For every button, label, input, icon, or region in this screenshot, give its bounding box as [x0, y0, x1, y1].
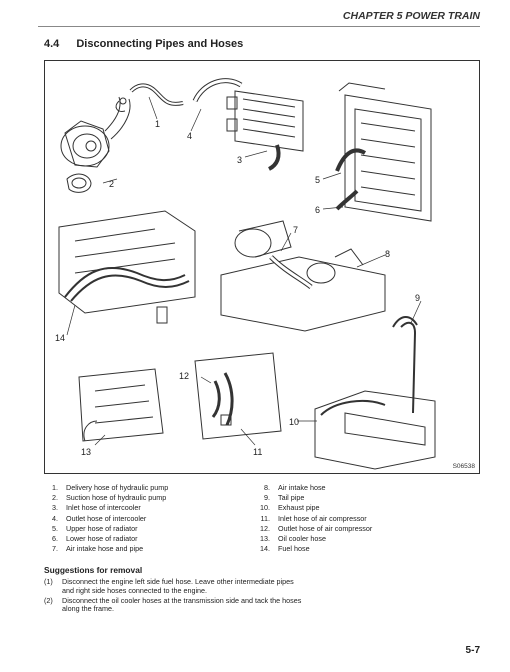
callout-12: 12	[179, 371, 189, 381]
legend-number: 1.	[52, 483, 58, 492]
callout-leaders	[66, 96, 422, 446]
illustration-figure: 1 2 3 4 5 6 7 8 9 10 11 12 13 14 S06538	[44, 60, 480, 474]
legend-item: 14. Fuel hose	[256, 544, 476, 554]
header-rule	[38, 26, 480, 27]
delivery-hose-drawing	[115, 83, 184, 112]
callout-8: 8	[385, 249, 390, 259]
legend-text: Outlet hose of air compressor	[278, 523, 373, 533]
callout-6: 6	[315, 205, 320, 215]
legend-text: Tail pipe	[278, 493, 305, 503]
legend-text: Upper hose of radiator	[66, 523, 138, 533]
legend-item: 11. Inlet hose of air compressor	[256, 514, 476, 524]
callout-11: 11	[253, 447, 262, 457]
exhaust-pipe-drawing	[314, 316, 436, 470]
legend-number: 13.	[260, 534, 270, 544]
suggestion-step: (2) Disconnect the oil cooler hoses at th…	[44, 595, 304, 615]
callout-2: 2	[109, 179, 114, 189]
legend-text: Outlet hose of intercooler	[66, 513, 147, 523]
legend-text: Suction hose of hydraulic pump	[66, 493, 167, 503]
callout-7: 7	[293, 225, 298, 235]
callout-3: 3	[237, 155, 242, 165]
step-number: (1)	[44, 577, 53, 586]
legend-text: Oil cooler hose	[278, 534, 326, 544]
suggestions-heading: Suggestions for removal	[44, 565, 143, 575]
legend-number: 2.	[52, 493, 58, 503]
figure-code: S06538	[452, 463, 475, 470]
legend-item: 7. Air intake hose and pipe	[44, 544, 244, 554]
legend-number: 3.	[52, 503, 58, 513]
legend-text: Air intake hose	[278, 483, 326, 492]
section-title: Disconnecting Pipes and Hoses	[76, 38, 244, 50]
callout-14: 14	[55, 333, 65, 343]
legend-left-column: 1. Delivery hose of hydraulic pump 2. Suct…	[44, 483, 244, 554]
engine-fuel-lines-drawing	[58, 210, 196, 324]
legend-item: 12. Outlet hose of air compressor	[256, 524, 476, 534]
radiator-drawing	[335, 82, 432, 222]
callout-9: 9	[415, 293, 420, 303]
air-compressor-hoses-drawing	[194, 352, 282, 440]
legend-right-column: 8. Air intake hose 9. Tail pipe 10. Exhaust…	[256, 483, 476, 554]
exploded-diagram: 1 2 3 4 5 6 7 8 9 10 11 12 13 14	[55, 78, 436, 470]
legend-item: 3. Inlet hose of intercooler	[44, 503, 244, 513]
legend-text: Inlet hose of air compressor	[278, 513, 367, 523]
legend-item: 8. Air intake hose	[256, 483, 476, 493]
legend-number: 14.	[260, 544, 270, 554]
intercooler-drawing	[192, 78, 304, 171]
legend-number: 4.	[52, 513, 58, 523]
legend-item: 6. Lower hose of radiator	[44, 534, 244, 544]
legend-text: Fuel hose	[278, 544, 310, 554]
legend-item: 5. Upper hose of radiator	[44, 524, 244, 534]
callout-labels: 1 2 3 4 5 6 7 8 9 10 11 12 13 14	[55, 119, 420, 457]
step-number: (2)	[44, 595, 53, 605]
legend-text: Delivery hose of hydraulic pump	[66, 483, 169, 492]
legend-item: 13. Oil cooler hose	[256, 534, 476, 544]
legend-number: 12.	[260, 523, 270, 533]
section-heading: 4.4 Disconnecting Pipes and Hoses	[44, 38, 243, 50]
legend-item: 9. Tail pipe	[256, 493, 476, 503]
legend-text: Air intake hose and pipe	[66, 544, 144, 554]
suggestions-list: (1) Disconnect the engine left side fuel …	[44, 577, 304, 615]
legend-item: 10. Exhaust pipe	[256, 503, 476, 513]
legend-number: 11.	[260, 513, 270, 523]
legend-text: Exhaust pipe	[278, 503, 320, 513]
legend-number: 6.	[52, 534, 58, 544]
chapter-header: CHAPTER 5 POWER TRAIN	[342, 10, 480, 22]
legend-number: 7.	[52, 544, 58, 554]
legend-item: 4. Outlet hose of intercooler	[44, 514, 244, 524]
legend-number: 8.	[264, 483, 270, 492]
legend-item: 2. Suction hose of hydraulic pump	[44, 493, 244, 503]
callout-5: 5	[315, 175, 320, 185]
callout-4: 4	[187, 131, 192, 141]
suggestion-step: (1) Disconnect the engine left side fuel …	[44, 577, 304, 596]
air-intake-drawing	[220, 220, 386, 332]
step-text: Disconnect the oil cooler hoses at the t…	[62, 595, 302, 614]
page-number: 5-7	[465, 645, 480, 656]
legend-number: 9.	[264, 493, 270, 503]
hydraulic-pump-drawing	[60, 96, 131, 193]
legend-text: Inlet hose of intercooler	[66, 503, 141, 513]
callout-10: 10	[289, 417, 299, 427]
callout-13: 13	[81, 447, 91, 457]
step-text: Disconnect the engine left side fuel hos…	[62, 577, 294, 595]
callout-1: 1	[155, 119, 160, 129]
section-number: 4.4	[44, 38, 60, 50]
legend-item: 1. Delivery hose of hydraulic pump	[44, 483, 244, 493]
legend-number: 10.	[260, 503, 270, 513]
legend-text: Lower hose of radiator	[66, 534, 138, 544]
oil-cooler-hoses-drawing	[78, 368, 164, 442]
legend-number: 5.	[52, 523, 58, 533]
